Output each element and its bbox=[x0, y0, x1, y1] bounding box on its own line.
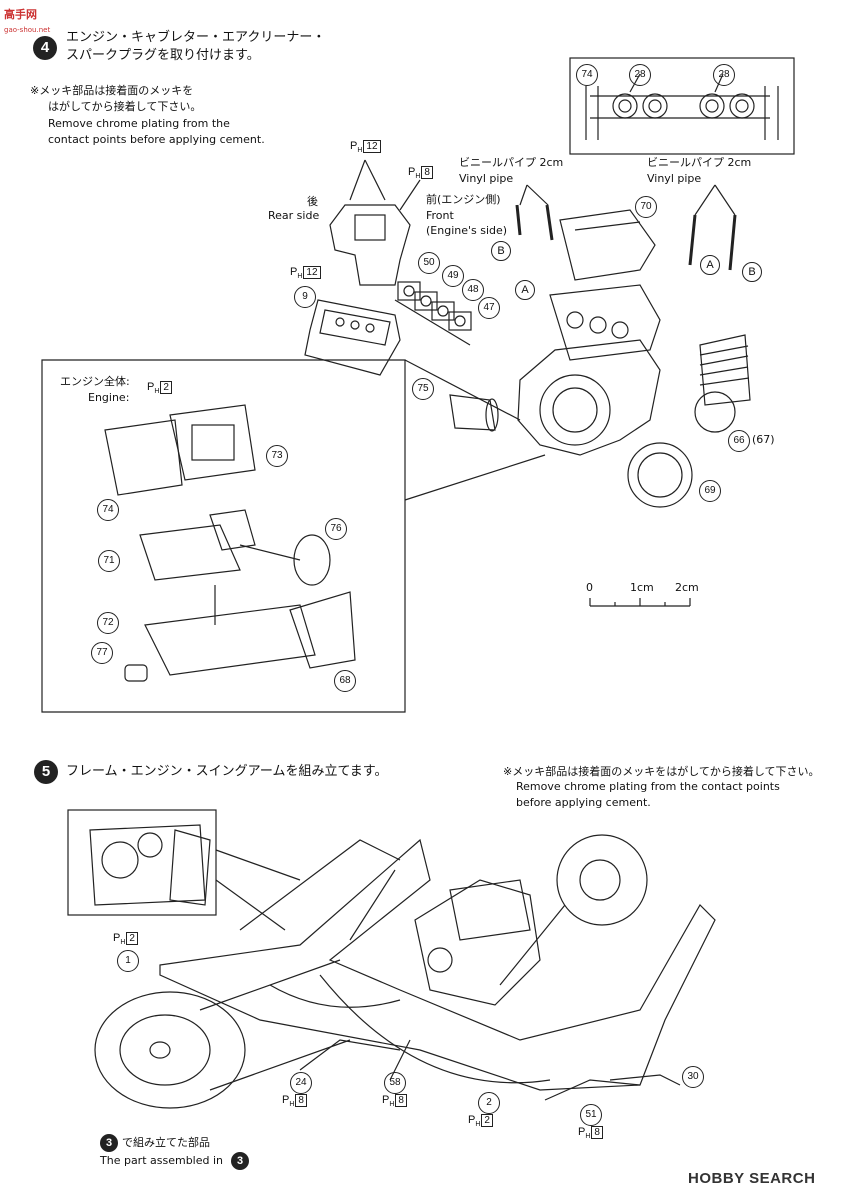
inset-circle-engine bbox=[556, 834, 648, 926]
assembled-jp: で組み立てた部品 bbox=[122, 1136, 210, 1149]
inset-box-carbs bbox=[569, 57, 795, 155]
step4-number: 4 bbox=[33, 36, 57, 60]
front-label-jp: 前(エンジン側) bbox=[426, 193, 501, 206]
step4-note-en2: contact points before applying cement. bbox=[48, 133, 265, 146]
ph-number: 8 bbox=[395, 1094, 407, 1107]
part-callout: 73 bbox=[266, 445, 288, 467]
ph-number: 8 bbox=[591, 1126, 603, 1139]
step4-note-en1: Remove chrome plating from the bbox=[48, 117, 230, 130]
ref-step3-badge: 3 bbox=[100, 1134, 118, 1152]
part-callout: 48 bbox=[462, 279, 484, 301]
part-callout: 30 bbox=[682, 1066, 704, 1088]
watermark: HOBBY SEARCH bbox=[688, 1170, 816, 1187]
engine-label-en: Engine: bbox=[88, 391, 130, 404]
site-logo-sub: gao-shou.net bbox=[4, 26, 51, 34]
ph-number: 8 bbox=[295, 1094, 307, 1107]
engine-label-jp: エンジン全体: bbox=[60, 375, 130, 388]
part-callout: 2 bbox=[478, 1092, 500, 1114]
ph-number: 2 bbox=[481, 1114, 493, 1127]
ph-number: 2 bbox=[126, 932, 138, 945]
part-callout: 28 bbox=[629, 64, 651, 86]
step4-title-line2: スパークプラグを取り付けます。 bbox=[66, 48, 260, 63]
step4-note-jp2: はがしてから接着して下さい。 bbox=[48, 100, 202, 113]
step5-title: フレーム・エンジン・スイングアームを組み立てます。 bbox=[66, 764, 388, 779]
vinyl-label-en-right: Vinyl pipe bbox=[647, 172, 702, 185]
scale-label-2cm: 2cm bbox=[675, 581, 699, 594]
part-callout: 1 bbox=[117, 950, 139, 972]
part-callout: 69 bbox=[699, 480, 721, 502]
part-callout: 66 bbox=[728, 430, 750, 452]
ph-number: 2 bbox=[160, 381, 172, 394]
letter-b-left: B bbox=[491, 241, 511, 261]
part-callout: 77 bbox=[91, 642, 113, 664]
ref-step3-badge-en: 3 bbox=[231, 1152, 249, 1170]
step4-note-jp1: ※メッキ部品は接着面のメッキを bbox=[30, 84, 194, 97]
vinyl-label-en-left: Vinyl pipe bbox=[459, 172, 514, 185]
part-callout: 68 bbox=[334, 670, 356, 692]
letter-a-right: A bbox=[700, 255, 720, 275]
part-callout: 74 bbox=[97, 499, 119, 521]
site-logo: 高手网 bbox=[4, 8, 37, 21]
part-callout: 75 bbox=[412, 378, 434, 400]
rear-label-jp: 後 bbox=[307, 195, 318, 208]
part-callout: 70 bbox=[635, 196, 657, 218]
letter-a-left: A bbox=[515, 280, 535, 300]
front-label-en1: Front bbox=[426, 209, 454, 222]
step5-note-en2: before applying cement. bbox=[516, 796, 651, 809]
part-callout: 76 bbox=[325, 518, 347, 540]
step5-note-jp: ※メッキ部品は接着面のメッキをはがしてから接着して下さい。 bbox=[503, 765, 820, 778]
inset-box-engine-side bbox=[67, 809, 217, 916]
part-callout: 49 bbox=[442, 265, 464, 287]
part-callout: 24 bbox=[290, 1072, 312, 1094]
front-label-en2: (Engine's side) bbox=[426, 224, 508, 237]
part-callout: 28 bbox=[713, 64, 735, 86]
assembled-en: The part assembled in bbox=[100, 1154, 224, 1167]
part-callout: 74 bbox=[576, 64, 598, 86]
part-callout: 9 bbox=[294, 286, 316, 308]
scale-label-1cm: 1cm bbox=[630, 581, 654, 594]
part-label-67: (67) bbox=[752, 433, 775, 446]
ph-number: 12 bbox=[363, 140, 381, 153]
part-callout: 51 bbox=[580, 1104, 602, 1126]
rear-label-en: Rear side bbox=[268, 209, 320, 222]
ph-number: 8 bbox=[421, 166, 433, 179]
step5-note-en1: Remove chrome plating from the contact p… bbox=[516, 780, 780, 793]
part-callout: 72 bbox=[97, 612, 119, 634]
vinyl-label-jp-right: ビニールパイプ 2cm bbox=[647, 156, 752, 169]
step4-title-line1: エンジン・キャブレター・エアクリーナー・ bbox=[66, 30, 326, 45]
part-callout: 71 bbox=[98, 550, 120, 572]
ph-number: 12 bbox=[303, 266, 321, 279]
part-callout: 50 bbox=[418, 252, 440, 274]
step5-number: 5 bbox=[34, 760, 58, 784]
vinyl-label-jp-left: ビニールパイプ 2cm bbox=[459, 156, 564, 169]
scale-label-0: 0 bbox=[586, 581, 593, 594]
part-callout: 58 bbox=[384, 1072, 406, 1094]
letter-b-right: B bbox=[742, 262, 762, 282]
part-callout: 47 bbox=[478, 297, 500, 319]
